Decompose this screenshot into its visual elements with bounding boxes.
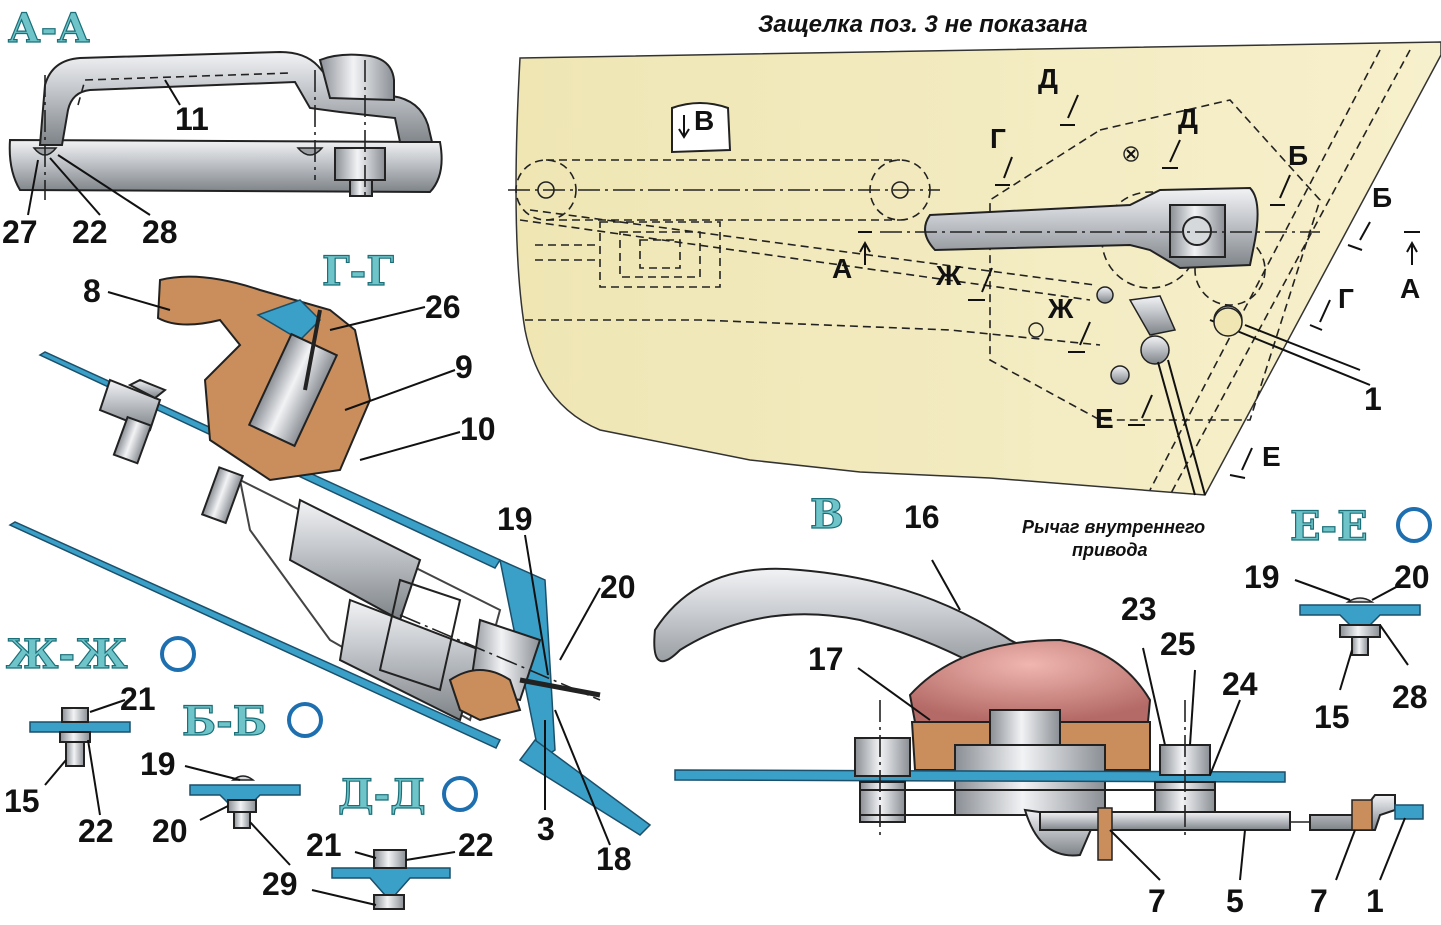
callout-3: 3 [537,811,555,847]
callout-bb-20: 20 [152,813,188,849]
section-dd-view: Д-Д 21 22 [306,770,494,910]
callout-zh-22: 22 [78,813,114,849]
panel-mark-e2: Е [1262,441,1281,472]
callout-ee-15: 15 [1314,699,1350,735]
section-dd-title: Д-Д [338,771,426,818]
door-panel-view: В Д Д Г Б Б А А Г Ж Ж Е Е 1 [508,41,1441,496]
section-zhzh-title: Ж-Ж [6,631,128,678]
panel-mark-d1: Д [1038,63,1058,94]
callout-5: 5 [1226,883,1244,919]
section-ee-view: Е-Е 19 20 15 28 [1244,502,1432,735]
callout-18: 18 [596,841,632,877]
section-aa-title: А-А [8,5,90,52]
callout-19: 19 [497,501,533,537]
panel-mark-a1: А [832,253,852,284]
section-bb-title: Б-Б [182,698,267,745]
callout-27: 27 [2,214,38,250]
callout-11: 11 [175,101,209,137]
panel-view-v: В [694,105,714,136]
callout-22: 22 [72,214,108,250]
callout-25: 25 [1160,626,1196,662]
callout-23: 23 [1121,591,1157,627]
lever-caption-line2: привода [1072,540,1148,560]
callout-dd-21: 21 [306,827,342,863]
callout-zh-15: 15 [4,783,40,819]
callout-24: 24 [1222,666,1258,702]
panel-mark-b2: Б [1372,182,1392,213]
callout-28: 28 [142,214,178,250]
callout-10: 10 [460,411,496,447]
section-bb-view: Б-Б 19 20 29 [140,697,323,866]
section-gg-title: Г-Г [322,248,394,295]
callout-9: 9 [455,349,473,385]
panel-mark-e1: Е [1095,403,1114,434]
note-latch-not-shown: Защелка поз. 3 не показана [758,11,1088,38]
section-v-title: В [810,491,844,538]
section-aa-view: А-А 11 27 22 28 [2,4,443,250]
panel-mark-a2: А [1400,273,1420,304]
lever-caption-line1: Рычаг внутреннего [1022,517,1205,537]
section-v-view: В 16 17 23 25 24 7 5 7 1 [653,490,1424,919]
callout-17: 17 [808,641,844,677]
panel-mark-b1: Б [1288,140,1308,171]
callout-16: 16 [904,499,940,535]
callout-7a: 7 [1148,883,1166,919]
panel-mark-d2: Д [1178,103,1198,134]
callout-bb-19: 19 [140,746,176,782]
callout-7b: 7 [1310,883,1328,919]
section-ee-title: Е-Е [1290,503,1368,550]
panel-mark-zh2: Ж [1047,293,1074,324]
callout-ee-28: 28 [1392,679,1428,715]
panel-mark-g1: Г [990,123,1006,154]
callout-v-1: 1 [1366,883,1384,919]
section-gg-view: Г-Г 8 26 9 10 19 20 3 18 [8,247,652,877]
callout-ee-20: 20 [1394,559,1430,595]
panel-mark-g2: Г [1338,283,1354,314]
callout-dd-22: 22 [458,827,494,863]
callout-ee-19: 19 [1244,559,1280,595]
callout-dd-29: 29 [262,866,298,902]
callout-zh-21: 21 [120,681,156,717]
callout-panel-1: 1 [1364,381,1382,417]
section-zhzh-view: Ж-Ж 21 15 22 [4,630,196,849]
callout-20: 20 [600,569,636,605]
callout-26: 26 [425,289,461,325]
callout-8: 8 [83,273,101,309]
panel-mark-zh1: Ж [935,260,962,291]
